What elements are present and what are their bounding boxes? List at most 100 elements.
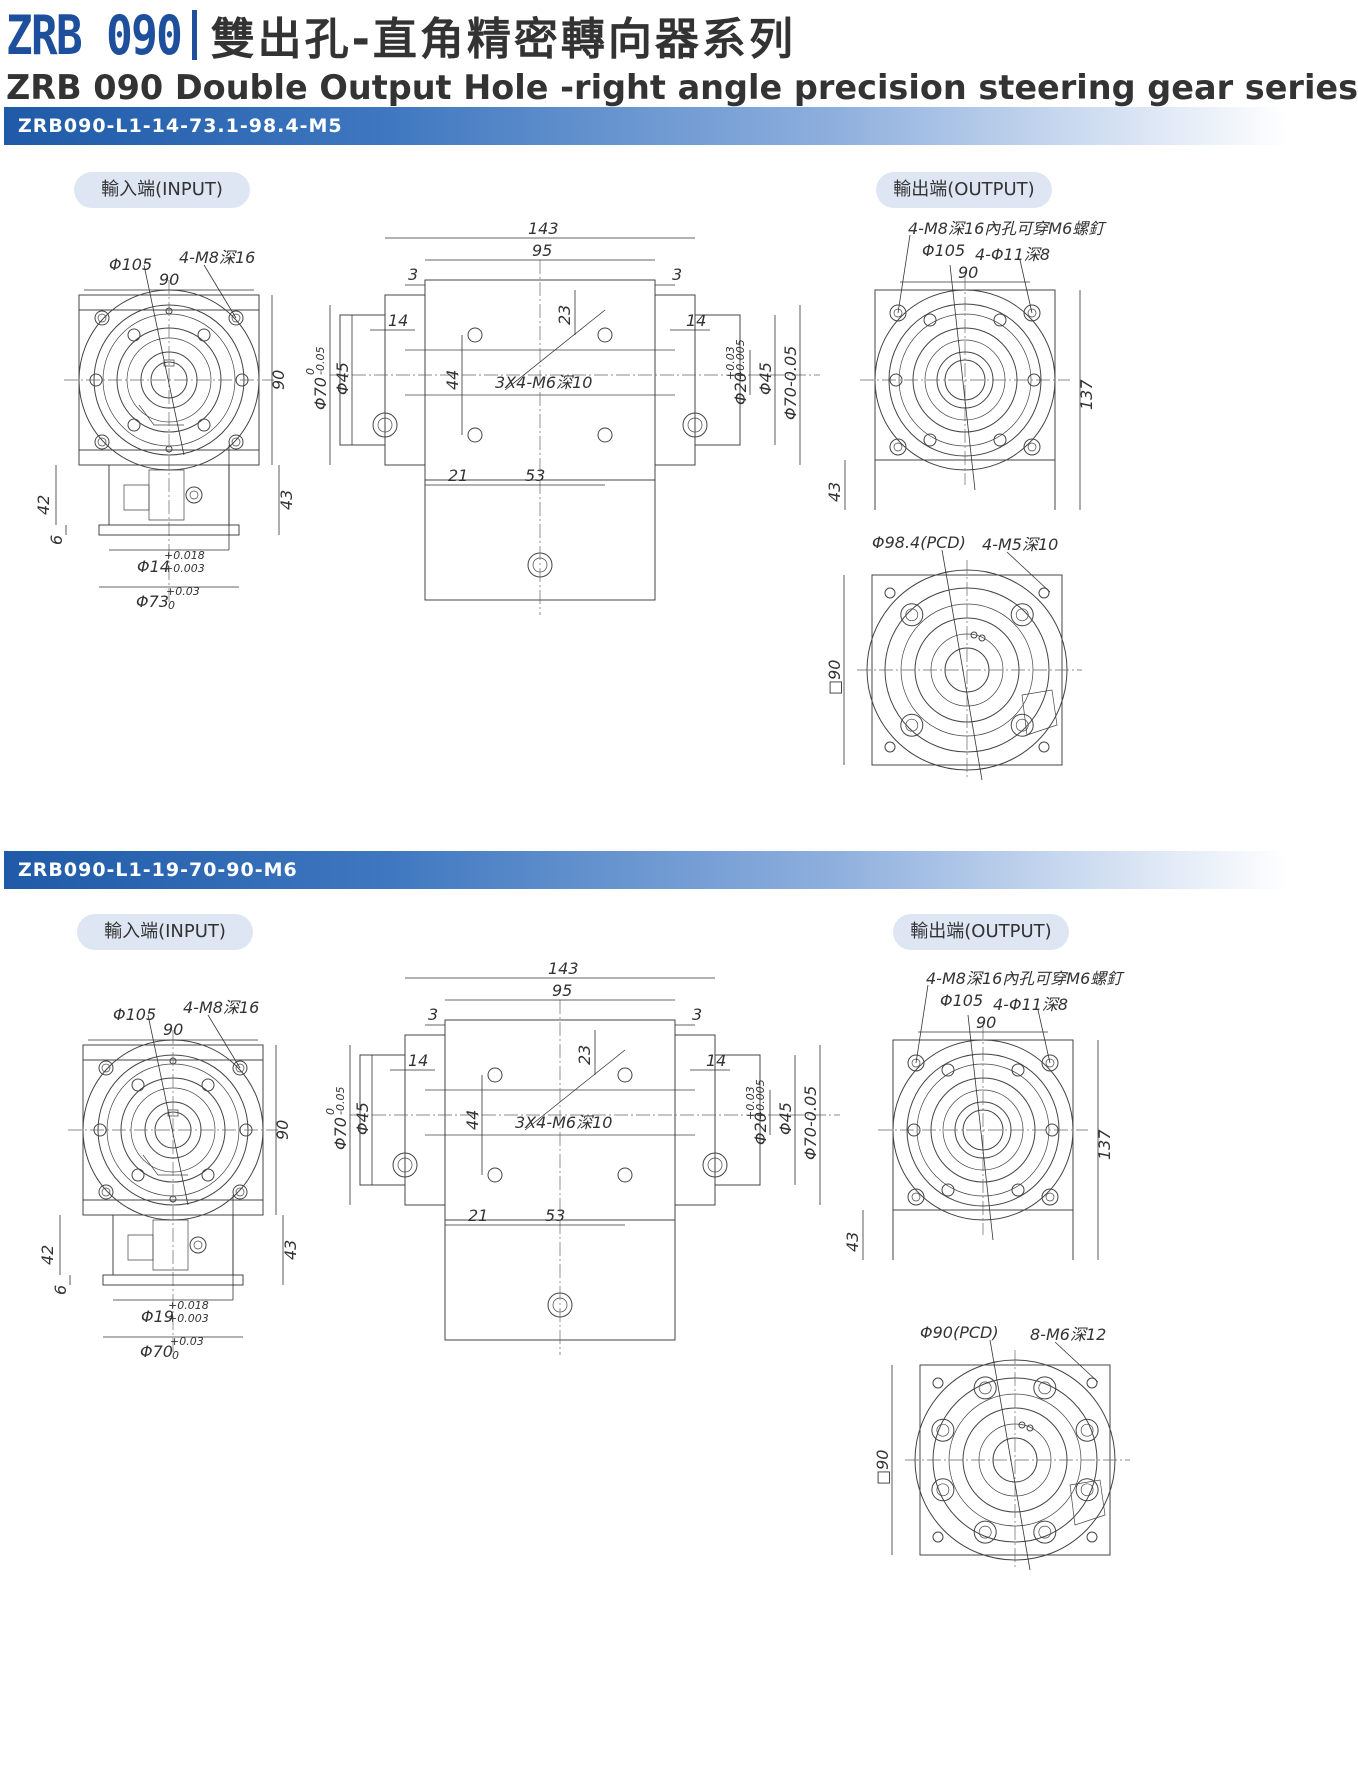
corner-hole xyxy=(885,742,895,752)
output-holes-label: 4-M8深16內孔可穿M6螺釘 xyxy=(908,219,1107,238)
input-spigot-tol-up: +0.03 xyxy=(170,1335,204,1348)
input-h42-label: 42 xyxy=(38,1245,57,1265)
output-height-label: 137 xyxy=(1077,379,1096,410)
output-height-label: 137 xyxy=(1095,1129,1114,1160)
flange-bolt-hole xyxy=(1034,1377,1056,1399)
input-end-view: Φ105 4-M8深16 90 90 42 43 6 Φ19 +0.018 +0… xyxy=(38,998,300,1362)
input-shaft-tol-lo: +0.003 xyxy=(164,562,205,575)
left-d70-tol-up: 0 xyxy=(304,368,317,375)
output-holes-label: 4-M8深16內孔可穿M6螺釘 xyxy=(926,969,1125,988)
output-pitch-label: 90 xyxy=(976,1013,996,1032)
gap-right-label: 3 xyxy=(672,265,682,284)
left-d70-tol-lo: -0.05 xyxy=(334,1087,347,1115)
right-d45-label: Φ45 xyxy=(756,362,775,395)
flange-bolt-hole xyxy=(937,1484,949,1496)
inner-width-label: 95 xyxy=(532,241,552,260)
output-end-view: 4-M8深16內孔可穿M6螺釘 Φ105 4-Φ11深8 90 137 43 xyxy=(825,219,1107,520)
flange-bolt-hole xyxy=(937,1424,949,1436)
corner-hole xyxy=(1039,588,1049,598)
side-outline xyxy=(330,260,820,615)
output-dia-label: Φ105 xyxy=(922,241,965,260)
side-view: 143 95 3 3 14 14 23 44 3X4-M6深10 21 53 Φ… xyxy=(304,219,820,620)
section-code-bar: ZRB090-L1-19-70-90-M6 xyxy=(4,851,1288,889)
section-code-bar: ZRB090-L1-14-73.1-98.4-M5 xyxy=(4,107,1288,145)
output-dia-label: Φ105 xyxy=(940,991,983,1010)
bore-tol-lo: +0.005 xyxy=(734,339,747,380)
output-label: 輸出端(OUTPUT) xyxy=(876,172,1052,208)
side-dimensions xyxy=(330,238,800,485)
flange-bolt-hole xyxy=(1034,1521,1056,1543)
flange-outline xyxy=(905,1350,1130,1570)
flange-bolt-hole xyxy=(901,714,923,736)
flange-holes-label: 8-M6深12 xyxy=(1030,1325,1106,1344)
output-thru-label: 4-Φ11深8 xyxy=(993,995,1068,1014)
input-height-label: 90 xyxy=(273,1120,292,1140)
base-pitch-label: 53 xyxy=(525,466,545,485)
boss-right-label: 14 xyxy=(686,311,706,330)
thread-spec-label: 3X4-M6深10 xyxy=(495,373,592,392)
input-spigot-tol-up: +0.03 xyxy=(166,585,200,598)
thread-spec-label: 3X4-M6深10 xyxy=(515,1113,612,1132)
input-label: 輸入端(INPUT) xyxy=(74,172,250,208)
output-dimensions xyxy=(863,985,1098,1260)
input-end-view: Φ105 4-M8深16 90 90 42 43 6 Φ14 +0.018 +0… xyxy=(34,248,296,612)
flange-bolt-hole xyxy=(1081,1484,1093,1496)
input-dimensions xyxy=(60,1015,283,1337)
hole-pitch-label: 44 xyxy=(463,1110,482,1130)
input-shaft-label: Φ14 xyxy=(137,557,170,576)
left-d45-label: Φ45 xyxy=(333,362,352,395)
flange-bolt-hole xyxy=(932,1479,954,1501)
flange-bolt-hole xyxy=(974,1377,996,1399)
flange-bolt-hole xyxy=(906,719,918,731)
input-pitch-label: 90 xyxy=(163,1020,183,1039)
flange-holes xyxy=(885,588,1049,752)
flange-bolt-hole xyxy=(1081,1424,1093,1436)
left-d70-label: Φ70 xyxy=(331,1117,350,1150)
flange-pcd-label: Φ98.4(PCD) xyxy=(872,533,966,552)
boss-right-label: 14 xyxy=(706,1051,726,1070)
corner-hole xyxy=(1039,742,1049,752)
bore-label: Φ20 xyxy=(731,372,750,405)
side-view: 143 95 3 3 14 14 23 44 3X4-M6深10 21 53 Φ… xyxy=(324,959,840,1360)
title-chinese: 雙出孔-直角精密轉向器系列 xyxy=(210,14,796,65)
right-d70-label: Φ70-0.05 xyxy=(801,1086,820,1160)
overall-width-label: 143 xyxy=(528,219,559,238)
input-h43-label: 43 xyxy=(281,1240,300,1260)
base-pitch-label: 53 xyxy=(545,1206,565,1225)
flange-bolt-hole xyxy=(901,604,923,626)
flange-bolt-hole xyxy=(1011,604,1033,626)
output-h43-label: 43 xyxy=(843,1232,862,1252)
input-shaft-label: Φ19 xyxy=(141,1307,174,1326)
input-dia-label: Φ105 xyxy=(109,255,152,274)
corner-hole xyxy=(1087,1532,1097,1542)
left-d70-label: Φ70 xyxy=(311,377,330,410)
flange-bolt-hole xyxy=(1011,714,1033,736)
output-flange-view: Φ98.4(PCD) 4-M5深10 □90 xyxy=(825,533,1102,780)
gap-left-label: 3 xyxy=(408,265,418,284)
output-dimensions xyxy=(845,235,1080,510)
left-d45-label: Φ45 xyxy=(353,1102,372,1135)
mounting-holes xyxy=(90,308,248,452)
input-h42-label: 42 xyxy=(34,495,53,515)
output-label: 輸出端(OUTPUT) xyxy=(893,914,1069,950)
page-header: ZRB 090 雙出孔-直角精密轉向器系列 ZRB 090 Double Out… xyxy=(6,4,1358,108)
input-shaft-tol-up: +0.018 xyxy=(168,1299,209,1312)
input-label: 輸入端(INPUT) xyxy=(77,914,253,950)
output-outline xyxy=(878,1025,1088,1260)
output-holes xyxy=(908,1055,1058,1205)
section-code: ZRB090-L1-19-70-90-M6 xyxy=(18,859,298,881)
output-holes xyxy=(890,305,1040,455)
input-holes-label: 4-M8深16 xyxy=(179,248,255,267)
hole-offset-label: 23 xyxy=(575,1045,594,1065)
input-pitch-label: 90 xyxy=(159,270,179,289)
base-offset-label: 21 xyxy=(468,1206,488,1225)
mounting-holes xyxy=(94,1058,252,1202)
flange-bolt-hole xyxy=(906,609,918,621)
flange-outline xyxy=(857,560,1082,780)
input-holes-label: 4-M8深16 xyxy=(183,998,259,1017)
title-english: ZRB 090 Double Output Hole -right angle … xyxy=(6,68,1358,107)
right-d45-label: Φ45 xyxy=(776,1102,795,1135)
title-divider xyxy=(191,10,197,60)
overall-width-label: 143 xyxy=(548,959,579,978)
output-pitch-label: 90 xyxy=(958,263,978,282)
